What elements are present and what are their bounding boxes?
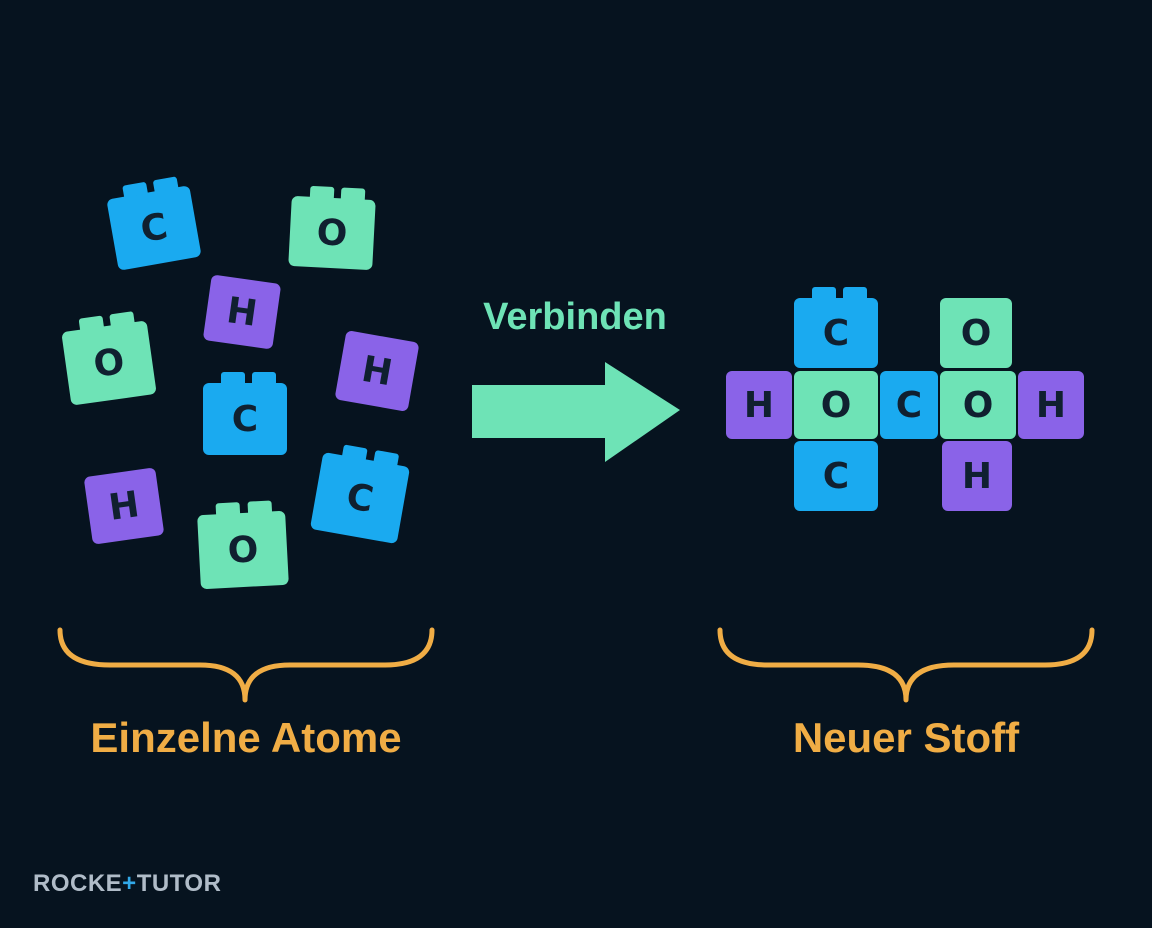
molecule-carbon-block: C <box>794 441 878 511</box>
atom-symbol: O <box>962 384 994 426</box>
atom-symbol: C <box>231 398 259 440</box>
block-stud <box>221 372 245 384</box>
atom-symbol: H <box>743 384 775 426</box>
molecule-oxygen-block: O <box>940 371 1016 439</box>
molecule-hydrogen-block: H <box>942 441 1012 511</box>
logo-plus-icon: + <box>122 870 137 897</box>
logo-text-tutor: TUTOR <box>136 870 222 897</box>
left-curly-brace <box>57 627 435 703</box>
molecule-hydrogen-block: H <box>1018 371 1084 439</box>
atom-symbol: C <box>822 455 850 497</box>
atom-symbol: H <box>961 455 993 497</box>
atom-symbol: O <box>960 312 992 354</box>
molecule-hydrogen-block: H <box>726 371 792 439</box>
single-atoms-label: Einzelne Atome <box>90 714 402 761</box>
molecule-oxygen-block: O <box>794 371 878 439</box>
block-stud <box>843 287 867 299</box>
logo-text-rocke: ROCKE <box>33 870 123 897</box>
left-carbon-block: C <box>203 372 287 455</box>
brand-logo: ROCKE+TUTOR <box>33 870 221 898</box>
molecule-carbon-block: C <box>794 287 878 368</box>
molecule-carbon-block: C <box>880 371 938 439</box>
block-stud <box>812 287 836 299</box>
atom-symbol: H <box>1035 384 1067 426</box>
atom-symbol: C <box>822 312 850 354</box>
connect-label: Verbinden <box>483 296 667 338</box>
block-stud <box>252 372 276 384</box>
molecule-oxygen-block: O <box>940 298 1012 368</box>
new-substance-label: Neuer Stoff <box>792 714 1020 761</box>
atom-symbol: C <box>895 384 923 426</box>
right-curly-brace <box>717 627 1095 703</box>
atom-symbol: O <box>820 384 852 426</box>
connect-arrow <box>472 362 680 462</box>
